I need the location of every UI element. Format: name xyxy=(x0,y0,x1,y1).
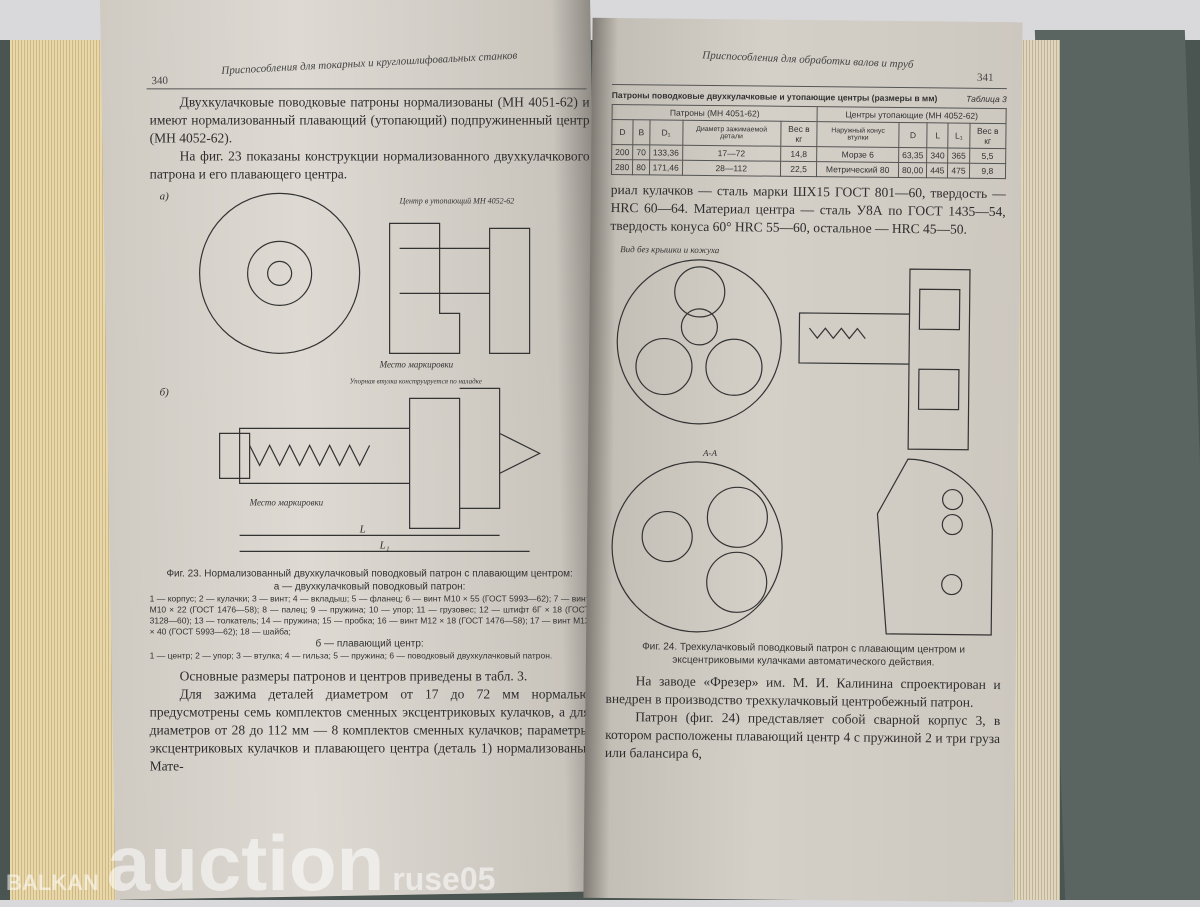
right-page: Приспособления для обработки валов и тру… xyxy=(583,17,1023,903)
paragraph: Патрон (фиг. 24) представляет собой свар… xyxy=(604,709,1001,761)
right-page-content: Патроны поводковые двухкулачковые и утоп… xyxy=(605,90,1007,766)
watermark-logo: BALKAN auction ruse05 xyxy=(6,819,496,907)
table-cell: Метрический 80 xyxy=(816,161,899,178)
table-cell: 475 xyxy=(947,163,970,179)
table-cell: 80,00 xyxy=(898,162,927,178)
table-cell: 14,8 xyxy=(780,146,818,162)
watermark-line: auction xyxy=(106,819,385,907)
table-cell: 340 xyxy=(926,147,949,164)
running-header: Приспособления для токарных и круглошлиф… xyxy=(221,49,518,78)
table-cell: 17—72 xyxy=(682,145,781,162)
table-header: D xyxy=(611,119,634,145)
paragraph: Для зажима деталей диаметром от 17 до 72… xyxy=(149,686,590,774)
table-header: Диаметр зажимаемой детали xyxy=(682,120,781,147)
figure-label: Место маркировки xyxy=(379,359,454,369)
figure-label: Центр в утопающий МН 4052-62 xyxy=(399,196,515,205)
table-label: Таблица 3 xyxy=(966,93,1007,105)
figure-label: Место маркировки xyxy=(249,497,324,507)
table-cell: 80 xyxy=(632,159,650,175)
figure-label: Вид без крышки и кожуха xyxy=(620,244,720,255)
figure-24-drawing: Вид без крышки и кожуха А-А xyxy=(611,244,993,636)
figure-label: а) xyxy=(160,190,170,202)
table-header: Вес в кг xyxy=(780,121,818,147)
caption-subtitle: б — плавающий центр: xyxy=(315,638,424,650)
figure-caption: Фиг. 24. Трехкулачковый поводковый патро… xyxy=(642,641,965,669)
table-cell: 171,46 xyxy=(649,159,683,176)
caption-items: 1 — центр; 2 — упор; 3 — втулка; 4 — гил… xyxy=(149,650,553,661)
paragraph: На фиг. 23 показаны конструкции нормализ… xyxy=(149,148,590,182)
figure-24: Вид без крышки и кожуха А-А xyxy=(606,241,1005,640)
table-cell: 22,5 xyxy=(780,161,817,177)
caption-subtitle: а — двухкулачковый поводковый патрон: xyxy=(273,581,466,593)
table-3: Патроны (МН 4051-62)Центры утопающие (МН… xyxy=(611,104,1007,179)
caption-title: Фиг. 23. Нормализованный двухкулачковый … xyxy=(166,568,573,580)
table-cell: 70 xyxy=(632,144,650,160)
left-page: 340 Приспособления для токарных и кругло… xyxy=(100,0,606,900)
figure-23-drawing: а) б) Центр в утопающий МН 4052-62 Место… xyxy=(160,190,541,552)
table-header: Наружный конус втулки xyxy=(817,121,899,148)
paragraph: На заводе «Фрезер» им. М. И. Калинина сп… xyxy=(605,673,1001,710)
running-header: Приспособления для обработки валов и тру… xyxy=(702,49,914,71)
table-cell: Морзе 6 xyxy=(816,146,899,163)
table-header: L₁ xyxy=(948,123,970,149)
figure-label: А-А xyxy=(702,448,718,458)
paragraph: Основные размеры патронов и центров прив… xyxy=(179,668,528,684)
watermark-line: BALKAN xyxy=(6,870,99,895)
table-cell: 445 xyxy=(926,162,949,179)
table-cell: 5,5 xyxy=(969,148,1006,164)
figure-label: Упорная втулка конструируется по наладке xyxy=(350,377,482,385)
table-header: D xyxy=(898,122,928,148)
table-cell: 200 xyxy=(611,144,633,160)
table-title: Патроны поводковые двухкулачковые и утоп… xyxy=(612,90,1007,105)
table-header: D₁ xyxy=(649,119,683,146)
table-cell: 63,35 xyxy=(898,147,927,163)
table-header: B xyxy=(632,119,650,145)
page-edges-left xyxy=(10,40,120,900)
table-title-text: Патроны поводковые двухкулачковые и утоп… xyxy=(611,89,938,104)
watermark-line: ruse05 xyxy=(392,861,496,897)
paragraph: риал кулачков — сталь марки ШХ15 ГОСТ 80… xyxy=(610,181,1006,237)
table-cell: 9,8 xyxy=(969,163,1006,179)
header-rule xyxy=(611,83,1007,90)
header-rule xyxy=(146,88,587,90)
table-header: L xyxy=(926,122,949,149)
caption-items: 1 — корпус; 2 — кулачки; 3 — винт; 4 — в… xyxy=(149,593,590,637)
table-cell: 28—112 xyxy=(682,160,781,177)
dimension-label: L xyxy=(359,523,366,535)
paragraph: Двухкулачковые поводковые патроны нормал… xyxy=(149,94,590,146)
table-header: Вес в кг xyxy=(969,123,1007,149)
page-number: 340 xyxy=(151,74,169,88)
table-cell: 365 xyxy=(948,148,970,164)
table-cell: 280 xyxy=(611,159,633,175)
figure-caption: Фиг. 23. Нормализованный двухкулачковый … xyxy=(150,567,590,661)
figure-label: б) xyxy=(160,386,170,398)
left-page-content: Двухкулачковые поводковые патроны нормал… xyxy=(150,93,590,775)
table-cell: 133,36 xyxy=(649,144,683,161)
page-number: 341 xyxy=(976,71,994,84)
dimension-label: L₁ xyxy=(379,539,390,551)
figure-23: а) б) Центр в утопающий МН 4052-62 Место… xyxy=(150,183,590,563)
